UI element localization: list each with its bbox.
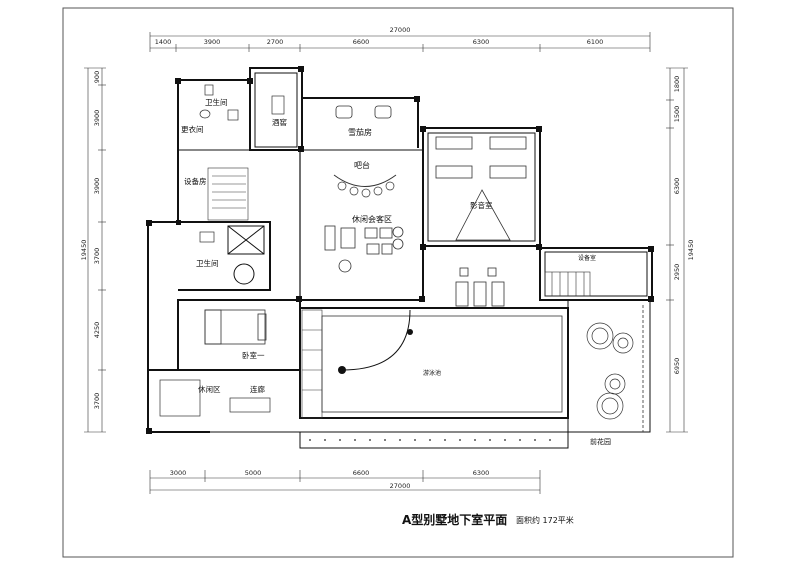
room-label-theater: 影音室: [470, 200, 493, 210]
top-dim-6: 6100: [587, 38, 604, 46]
pool-marker-2: [407, 329, 413, 335]
left-dim-2: 3900: [93, 110, 101, 127]
room-label-bath1: 卫生间: [205, 97, 228, 107]
left-dim-3: 3900: [93, 178, 101, 195]
top-dim-5: 6300: [473, 38, 490, 46]
bottom-dim-4: 6300: [473, 469, 490, 477]
room-label-equip2: 设备室: [578, 254, 596, 262]
room-label-leisure: 休闲区: [198, 384, 221, 394]
bar-stools: [337, 181, 395, 198]
room-label-bedroom: 卧室一: [242, 350, 265, 360]
stair-1: [207, 167, 249, 221]
leisure-furniture: [159, 379, 271, 417]
top-total-dim: 27000: [390, 26, 411, 34]
right-dim-2: 1500: [673, 106, 681, 123]
top-dim-2: 3900: [204, 38, 221, 46]
right-dim-5: 6950: [673, 358, 681, 375]
right-dim-3: 6300: [673, 178, 681, 195]
room-label-bath2: 卫生间: [196, 258, 219, 268]
bath-fixtures: [199, 84, 285, 243]
bottom-dim-1: 3000: [170, 469, 187, 477]
lounge-sofa-set: [324, 225, 404, 273]
room-label-equip1: 设备房: [184, 176, 207, 186]
bottom-dim-2: 5000: [245, 469, 262, 477]
left-total-dim: 19450: [80, 240, 88, 261]
column-blocks: [146, 66, 654, 434]
room-label-cigar: 雪茄房: [348, 127, 372, 137]
room-label-lounge: 休闲会客区: [352, 214, 392, 224]
right-dim-4: 2950: [673, 264, 681, 281]
room-label-bar: 吧台: [354, 160, 370, 170]
bed: [204, 309, 267, 345]
left-dim-1: 900: [93, 71, 101, 83]
pool-outline: [299, 307, 569, 419]
right-total-dim: 19450: [687, 240, 695, 261]
left-dimension-chain: [84, 67, 106, 433]
elevator: [227, 225, 265, 285]
left-dim-5: 4250: [93, 322, 101, 339]
room-label-pool: 游泳池: [423, 369, 441, 377]
bottom-dim-3: 6600: [353, 469, 370, 477]
top-dim-1: 1400: [155, 38, 172, 46]
garden-outline: [567, 300, 651, 433]
pool-marker-1: [338, 366, 346, 374]
left-dim-4: 3700: [93, 248, 101, 265]
room-label-garden: 前花园: [590, 437, 611, 446]
walls: [147, 67, 653, 433]
left-dim-6: 3700: [93, 393, 101, 410]
room-label-corridor: 连廊: [250, 384, 265, 394]
pool-ramps: [301, 309, 323, 419]
theater-seats: [435, 136, 527, 241]
pool-loungers: [455, 267, 505, 307]
garden-trees: [586, 322, 634, 420]
stair-2: [544, 271, 591, 297]
pool-arc: [341, 309, 411, 371]
pool-deck-hatch: [309, 439, 551, 441]
room-label-dressing: 更衣间: [181, 124, 204, 134]
bar-counter: [333, 174, 397, 187]
cigar-room-chairs: [335, 105, 392, 119]
pool-deck: [299, 431, 569, 449]
top-dimension-chain: [149, 32, 651, 52]
bottom-dimension-chain: [149, 470, 541, 494]
top-dim-4: 6600: [353, 38, 370, 46]
room-label-wine: 酒窖: [272, 117, 287, 127]
sheet-border: [62, 7, 734, 558]
pool-water: [321, 315, 563, 413]
area-label: 面积约 172平米: [516, 515, 574, 525]
top-dim-3: 2700: [267, 38, 284, 46]
right-dim-1: 1800: [673, 76, 681, 93]
bottom-total-dim: 27000: [390, 482, 411, 490]
drawing-title: A型别墅地下室平面: [402, 512, 507, 527]
right-dimension-chain: [666, 67, 688, 433]
